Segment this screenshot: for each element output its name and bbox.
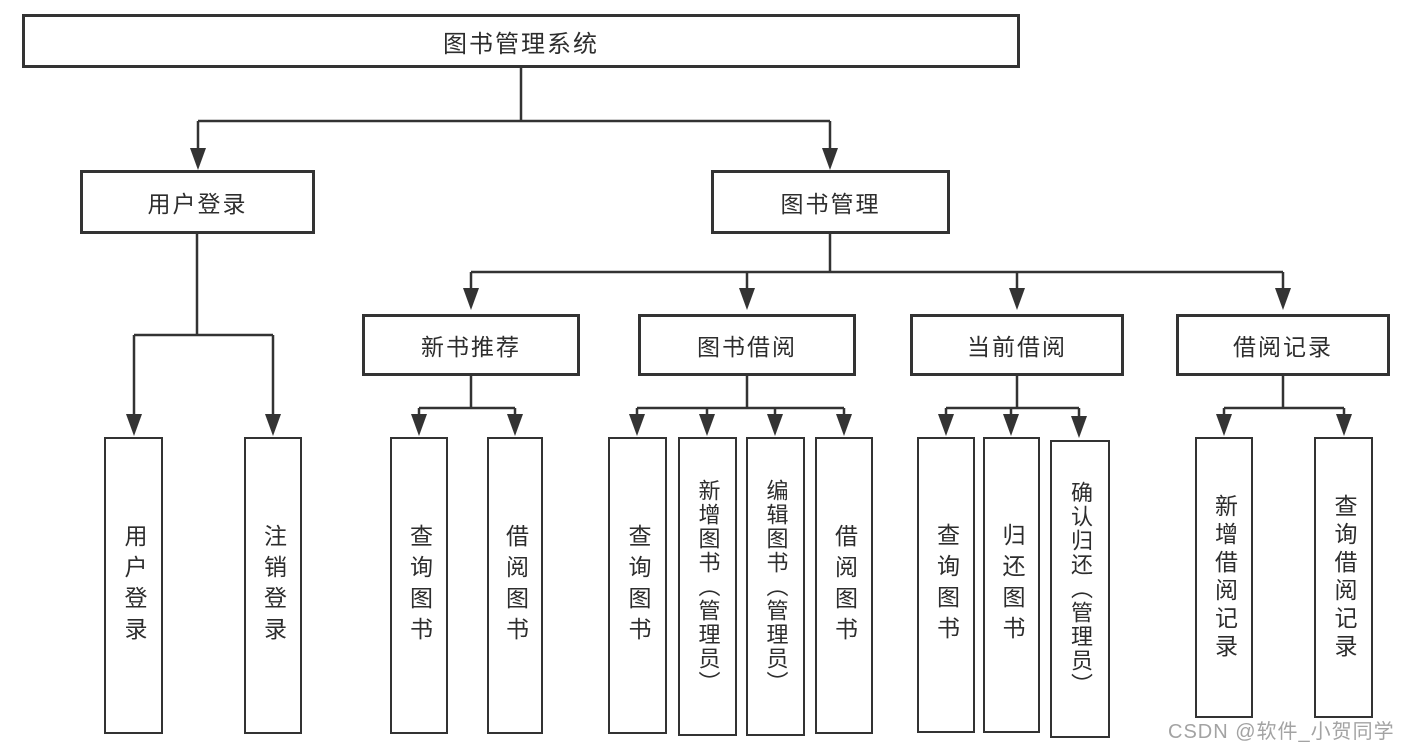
leaf-logout-label: 注销登录 bbox=[260, 523, 287, 648]
leaf-user-login: 用户登录 bbox=[104, 437, 163, 734]
leaf-records-add-record-label: 新增借阅记录 bbox=[1211, 493, 1238, 662]
node-book-management: 图书管理 bbox=[711, 170, 950, 234]
leaf-borrow-query-books: 查询图书 bbox=[608, 437, 667, 734]
leaf-records-query-record-label: 查询借阅记录 bbox=[1331, 493, 1357, 662]
leaf-borrow-add-books-admin-label: 新增图书（管理员） bbox=[695, 478, 721, 695]
leaf-current-query-books-label: 查询图书 bbox=[933, 523, 960, 647]
leaf-current-return-books: 归还图书 bbox=[983, 437, 1040, 733]
leaf-newbook-query-books-label: 查询图书 bbox=[406, 523, 433, 648]
leaf-records-query-record: 查询借阅记录 bbox=[1314, 437, 1373, 718]
leaf-newbook-borrow-books: 借阅图书 bbox=[487, 437, 543, 734]
node-book-borrowing: 图书借阅 bbox=[638, 314, 856, 376]
node-library-management-system: 图书管理系统 bbox=[22, 14, 1020, 68]
node-user-login-group: 用户登录 bbox=[80, 170, 315, 234]
leaf-borrow-edit-books-admin: 编辑图书（管理员） bbox=[746, 437, 805, 736]
leaf-newbook-query-books: 查询图书 bbox=[390, 437, 448, 734]
leaf-user-login-label: 用户登录 bbox=[121, 523, 147, 648]
leaf-borrow-add-books-admin: 新增图书（管理员） bbox=[678, 437, 737, 736]
leaf-current-confirm-return-admin: 确认归还（管理员） bbox=[1050, 440, 1110, 738]
node-borrowing-records: 借阅记录 bbox=[1176, 314, 1390, 376]
leaf-borrow-borrow-books-label: 借阅图书 bbox=[831, 523, 858, 648]
leaf-logout: 注销登录 bbox=[244, 437, 302, 734]
leaf-current-confirm-return-admin-label: 确认归还（管理员） bbox=[1068, 481, 1093, 697]
node-current-borrowing: 当前借阅 bbox=[910, 314, 1124, 376]
node-new-book-recommend: 新书推荐 bbox=[362, 314, 580, 376]
leaf-current-return-books-label: 归还图书 bbox=[999, 523, 1025, 647]
leaf-borrow-edit-books-admin-label: 编辑图书（管理员） bbox=[763, 478, 789, 695]
leaf-borrow-borrow-books: 借阅图书 bbox=[815, 437, 873, 734]
leaf-borrow-query-books-label: 查询图书 bbox=[625, 523, 651, 648]
leaf-newbook-borrow-books-label: 借阅图书 bbox=[502, 523, 529, 648]
csdn-watermark: CSDN @软件_小贺同学 bbox=[1168, 721, 1395, 743]
leaf-records-add-record: 新增借阅记录 bbox=[1195, 437, 1253, 718]
leaf-current-query-books: 查询图书 bbox=[917, 437, 975, 733]
arrowheads bbox=[126, 148, 1352, 438]
